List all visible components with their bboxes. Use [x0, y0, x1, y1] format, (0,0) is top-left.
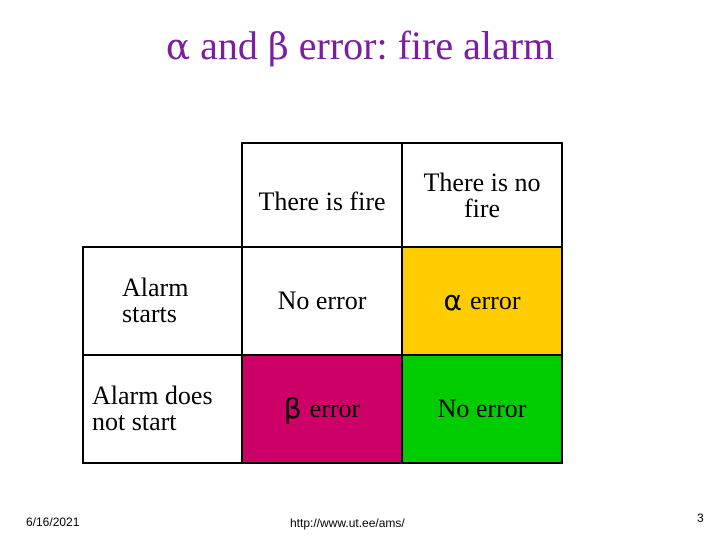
table-line-header [82, 246, 563, 248]
cell-beta-error: β error [242, 355, 402, 463]
col-header-no-fire: There is no fire [402, 143, 562, 247]
table-line-col2 [401, 142, 403, 464]
alpha-symbol: α [443, 284, 462, 317]
title-and: and [200, 23, 258, 68]
title-rest: error: fire alarm [298, 23, 555, 68]
table-border-right [561, 142, 563, 464]
cell-no-error-no-fire: No error [402, 355, 562, 463]
table-border-bottom [82, 462, 563, 464]
page-number: 3 [697, 511, 704, 525]
cell-text: No error [437, 394, 527, 423]
cell-alpha-error: α error [402, 247, 562, 355]
col-header-fire: There is fire [242, 143, 402, 247]
table-line-mid [82, 354, 563, 356]
footer-url: http://www.ut.ee/ams/ [290, 516, 405, 530]
cell-text: No error [277, 286, 367, 315]
title-alpha: α [165, 27, 191, 68]
title-beta: β [267, 27, 289, 68]
cell-text: error [309, 394, 361, 423]
row-header-alarm-does-not-start: Alarm does not start [82, 378, 242, 440]
slide-title: α and β error: fire alarm [0, 22, 720, 69]
row-header-label: Alarm starts [122, 273, 189, 328]
row-header-label: Alarm does not start [92, 381, 213, 436]
beta-symbol: β [283, 392, 302, 425]
row-header-alarm-starts: Alarm starts [82, 270, 242, 332]
col-header-label: There is fire [258, 187, 386, 216]
col-header-label: There is no fire [423, 168, 541, 223]
table-line-col1 [241, 142, 243, 464]
cell-no-error-fire: No error [242, 247, 402, 355]
cell-text: error [469, 286, 521, 315]
footer-date: 6/16/2021 [26, 515, 80, 529]
table-border-left [82, 246, 84, 464]
